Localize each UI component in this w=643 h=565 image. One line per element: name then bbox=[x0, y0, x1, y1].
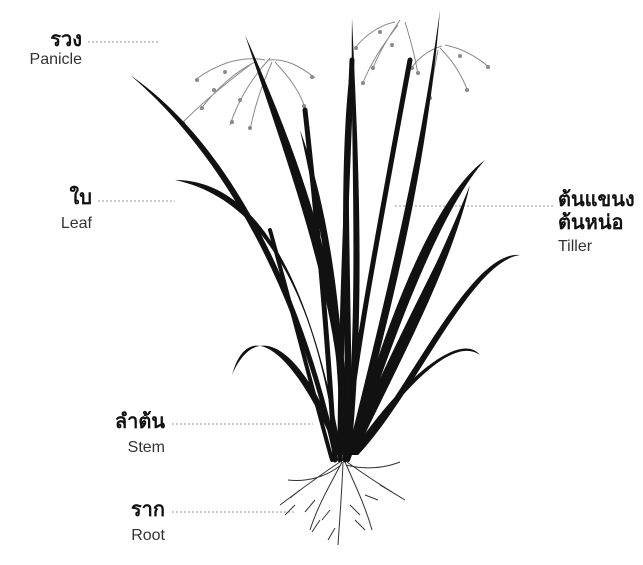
leaf-english-label: Leaf bbox=[61, 215, 92, 233]
panicle-english-label: Panicle bbox=[30, 51, 82, 69]
stem-thai-label: ลำต้น bbox=[115, 410, 165, 433]
roots bbox=[280, 462, 405, 545]
root-thai-label: ราก bbox=[131, 498, 165, 521]
leaf-label: ใบ Leaf bbox=[61, 186, 92, 233]
root-label: ราก Root bbox=[131, 498, 165, 545]
tiller-thai-label-1: ต้นแขนง bbox=[558, 188, 635, 211]
panicle-label: รวง Panicle bbox=[30, 28, 82, 69]
tiller-label: ต้นแขนง ต้นหน่อ Tiller bbox=[558, 188, 635, 256]
panicle-thai-label: รวง bbox=[30, 28, 82, 51]
tiller-thai-label-2: ต้นหน่อ bbox=[558, 211, 635, 234]
panicle-clusters bbox=[180, 20, 490, 130]
stem-english-label: Stem bbox=[115, 439, 165, 457]
root-english-label: Root bbox=[131, 527, 165, 545]
leaf-thai-label: ใบ bbox=[61, 186, 92, 209]
tiller-english-label: Tiller bbox=[558, 238, 635, 256]
stem-label: ลำต้น Stem bbox=[115, 410, 165, 457]
